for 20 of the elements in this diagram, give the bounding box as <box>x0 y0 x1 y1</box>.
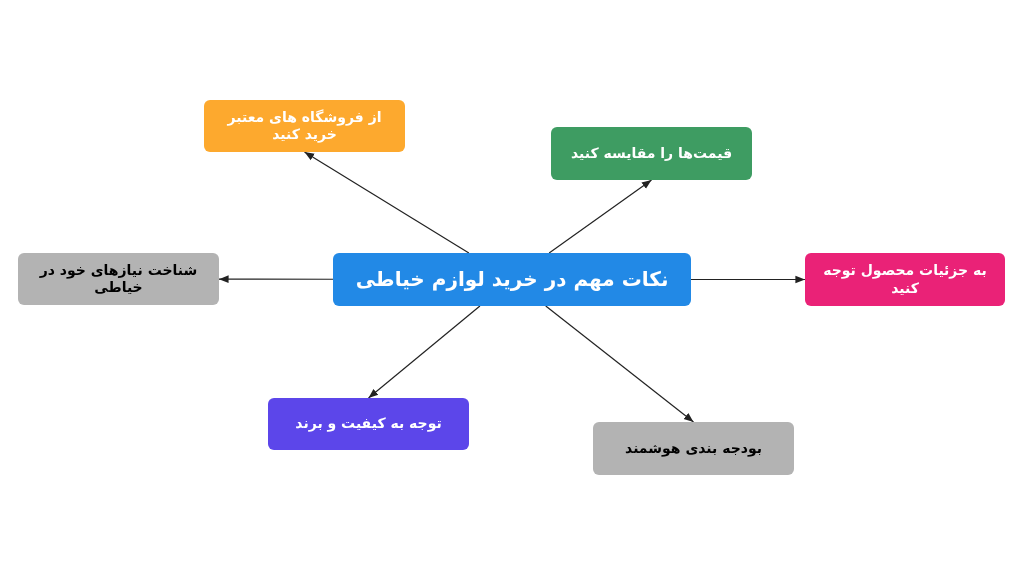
tip-box <box>593 422 794 475</box>
tip-text: توجه به کیفیت و برند <box>295 415 442 433</box>
tip-box <box>18 253 219 305</box>
title-box <box>333 253 691 306</box>
tip-box <box>551 127 752 180</box>
tip-text: شناخت نیازهای خود در خیاطی <box>38 261 199 297</box>
arrow <box>218 275 334 283</box>
arrow <box>690 275 806 284</box>
tip-text: نکات مهم در خرید لوازم خیاطی <box>355 267 669 292</box>
tip-text: بودجه بندی هوشمند <box>625 439 762 458</box>
arrow <box>545 305 695 423</box>
tip-text: قیمت‌ها را مقایسه کنید <box>570 144 733 163</box>
tip-box <box>805 253 1005 306</box>
arrow <box>303 151 470 254</box>
arrow <box>548 179 653 254</box>
tip-box <box>268 398 469 450</box>
arrow <box>367 305 481 399</box>
tip-box <box>204 100 405 152</box>
tip-text: از فروشگاه های معتبر خرید کنید <box>226 108 383 144</box>
tip-text: به جزئیات محصول توجه کنید <box>822 262 988 297</box>
